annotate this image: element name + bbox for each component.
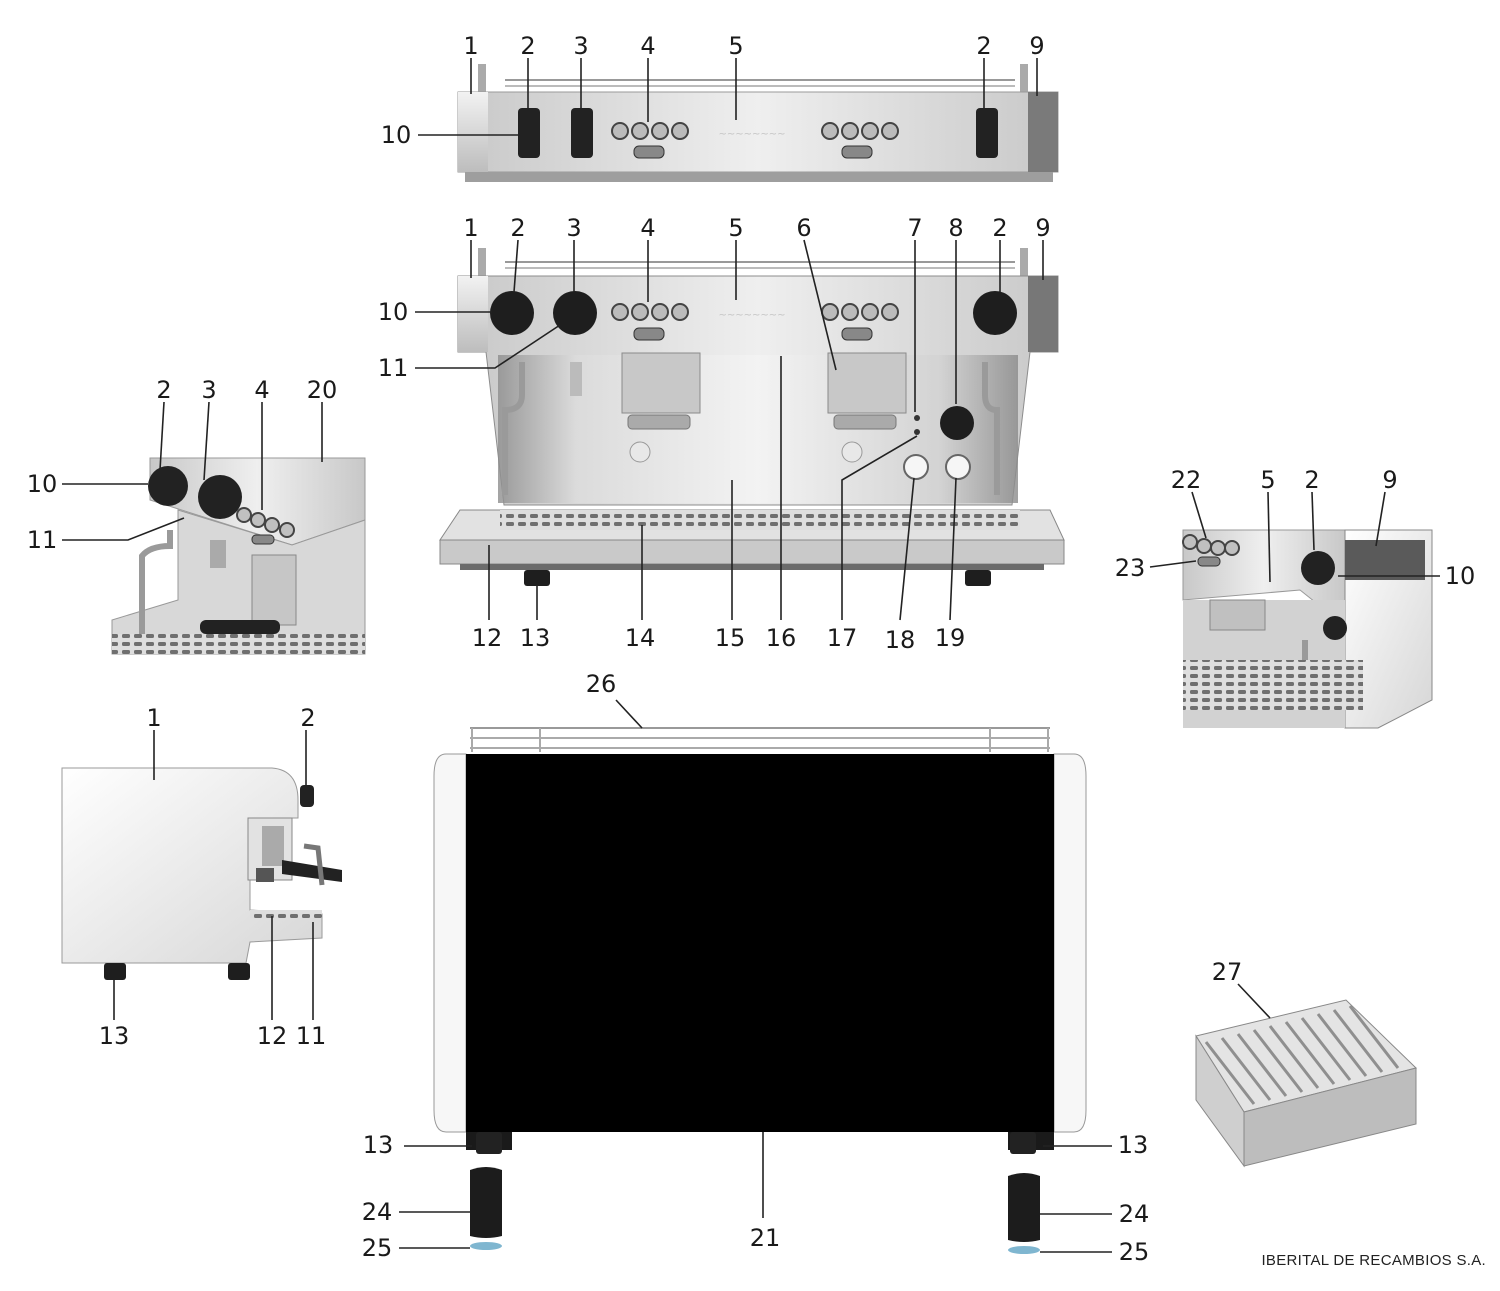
callout-label: 15 — [715, 624, 746, 652]
callout-label: 20 — [307, 376, 338, 404]
callout-label: 10 — [378, 298, 409, 326]
callout-label: 2 — [976, 32, 991, 60]
callout-label: 2 — [520, 32, 535, 60]
callout-label: 16 — [766, 624, 797, 652]
right-detail-illustration — [1182, 529, 1433, 729]
callout-label: 1 — [463, 32, 478, 60]
callout-label: 1 — [463, 214, 478, 242]
callout-label: 12 — [257, 1022, 288, 1050]
callout-label: 11 — [27, 526, 58, 554]
rear-view-illustration — [433, 727, 1087, 1254]
top-view-illustration: ~~~~~~~~ — [457, 64, 1059, 182]
callout-label: 11 — [296, 1022, 327, 1050]
callout-label: 27 — [1212, 958, 1243, 986]
callout-label: 8 — [948, 214, 963, 242]
cup-grid-illustration — [1195, 999, 1417, 1168]
callout-label: 21 — [750, 1224, 781, 1252]
callout-label: 13 — [363, 1131, 394, 1159]
callout-label: 4 — [640, 32, 655, 60]
callout-label: 9 — [1035, 214, 1050, 242]
callout-label: 5 — [728, 32, 743, 60]
side-view-illustration — [61, 767, 342, 980]
callout-label: 13 — [1118, 1131, 1149, 1159]
callout-label: 11 — [378, 354, 409, 382]
callout-label: 2 — [1304, 466, 1319, 494]
leader-lines — [62, 58, 1440, 1253]
callout-label: 2 — [156, 376, 171, 404]
callout-label: 2 — [300, 704, 315, 732]
callout-label: 9 — [1382, 466, 1397, 494]
callout-label: 9 — [1029, 32, 1044, 60]
callout-label: 19 — [935, 624, 966, 652]
main-view-illustration: ~~~~~~~~ — [439, 248, 1065, 586]
callout-label: 7 — [907, 214, 922, 242]
callout-label: 17 — [827, 624, 858, 652]
callout-label: 10 — [1445, 562, 1476, 590]
credit-text: IBERITAL DE RECAMBIOS S.A. — [1261, 1252, 1486, 1269]
callout-label: 4 — [640, 214, 655, 242]
callout-label: 5 — [728, 214, 743, 242]
callout-label: 2 — [510, 214, 525, 242]
svg-text:~~~~~~~~: ~~~~~~~~ — [718, 310, 785, 321]
svg-text:~~~~~~~~: ~~~~~~~~ — [718, 129, 785, 140]
callout-label: 2 — [992, 214, 1007, 242]
callout-label: 18 — [885, 626, 916, 654]
callout-label: 1 — [146, 704, 161, 732]
callout-label: 26 — [586, 670, 617, 698]
callout-label: 5 — [1260, 466, 1275, 494]
callout-label: 25 — [1119, 1238, 1150, 1266]
left-detail-illustration — [111, 457, 366, 655]
callout-label: 3 — [573, 32, 588, 60]
callout-label: 3 — [566, 214, 581, 242]
callout-label: 24 — [1119, 1200, 1150, 1228]
callout-labels: 1 2 3 4 5 2 9 10 1 2 3 4 5 6 7 8 2 9 10 … — [27, 32, 1476, 1266]
callout-label: 10 — [381, 121, 412, 149]
callout-label: 10 — [27, 470, 58, 498]
callout-label: 25 — [362, 1234, 393, 1262]
callout-label: 13 — [520, 624, 551, 652]
callout-label: 12 — [472, 624, 503, 652]
callout-label: 14 — [625, 624, 656, 652]
callout-label: 22 — [1171, 466, 1202, 494]
callout-label: 6 — [796, 214, 811, 242]
callout-label: 24 — [362, 1198, 393, 1226]
callout-label: 4 — [254, 376, 269, 404]
callout-label: 3 — [201, 376, 216, 404]
callout-label: 13 — [99, 1022, 130, 1050]
callout-label: 23 — [1115, 554, 1146, 582]
